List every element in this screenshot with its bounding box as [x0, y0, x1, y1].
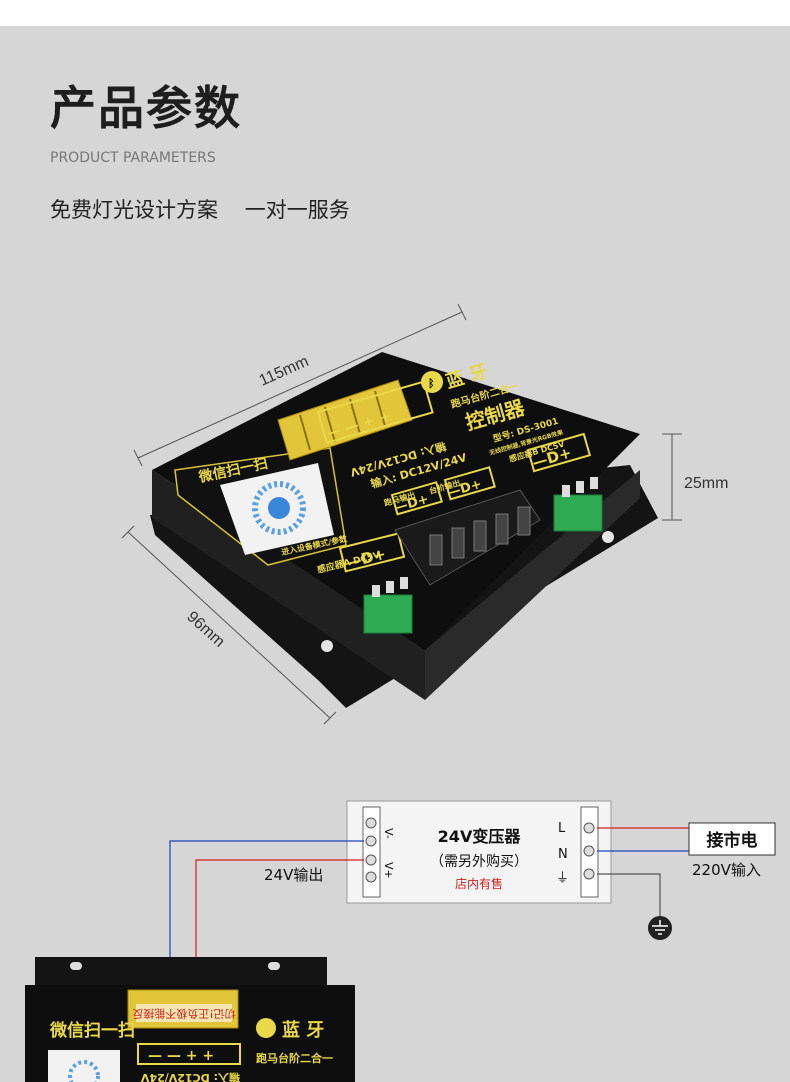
- wires: [169, 827, 690, 1000]
- bottom-qr-pattern: [68, 1060, 100, 1082]
- service-slogan: 免费灯光设计方案 一对一服务: [50, 198, 350, 222]
- green-connector-a: [363, 577, 413, 634]
- box-top-face: [152, 352, 640, 650]
- power-terminal-frame: [316, 380, 434, 444]
- warning-label: 切记!正负极不能接反: [132, 1007, 235, 1021]
- ground-icon: [648, 916, 672, 940]
- bottom-polarity-label: — — + +: [148, 1048, 214, 1064]
- wire-ground: [597, 873, 661, 918]
- pin-vminus: V-: [382, 828, 395, 839]
- terminal-screws: [365, 817, 595, 883]
- wire-vminus: [169, 840, 364, 1000]
- power-terminal-screws: [299, 390, 386, 451]
- mains-box: [688, 822, 776, 856]
- dimension-height: 25mm: [662, 433, 728, 521]
- transformer-title: 24V变压器: [438, 827, 522, 846]
- sensor-b-box: [526, 432, 592, 473]
- top-white-strip: [0, 0, 790, 26]
- pin-n: N: [558, 847, 568, 862]
- pin-l: L: [558, 821, 566, 836]
- bottom-mode-label: 跑马台阶二合一: [256, 1051, 333, 1065]
- bottom-bluetooth-label: 蓝 牙: [282, 1020, 324, 1041]
- controller-device: 微信扫一扫 进入设备模式/参数 感应器A DC5V —D+ — — + + 输入…: [150, 352, 658, 708]
- green-connector-b: [553, 477, 603, 532]
- transformer-body: [346, 800, 612, 904]
- output-box-1: [390, 481, 443, 516]
- qr-code-pattern: [252, 481, 306, 535]
- mains-label: 接市电: [707, 830, 758, 851]
- mount-hole: [321, 640, 333, 652]
- page-title: 产品参数: [50, 81, 242, 135]
- output-24v-label: 24V输出: [264, 866, 323, 884]
- bottom-qr-card: [48, 1050, 120, 1082]
- mount-hole: [602, 531, 614, 543]
- bluetooth-icon-glyph: ᛒ: [428, 377, 435, 390]
- bottom-input-mirrored: 输入: DC12V/24V: [140, 1071, 240, 1082]
- bottom-bluetooth-icon: [256, 1018, 276, 1038]
- pin-ground: ⏚: [556, 871, 569, 886]
- transformer-store-note: 店内有售: [455, 876, 503, 891]
- qr-code-center: [268, 497, 290, 519]
- wire-vplus: [195, 859, 364, 1000]
- height-label: 25mm: [684, 475, 728, 492]
- width-label: 96mm: [183, 608, 227, 650]
- bluetooth-icon: [421, 371, 443, 393]
- output-box-2: [443, 466, 496, 501]
- bottom-wechat-label: 微信扫一扫: [49, 1020, 135, 1041]
- warning-strip: [136, 1004, 232, 1022]
- transformer-note: （需另外购买）: [430, 854, 528, 870]
- output-screws: [429, 506, 531, 566]
- controller-device-bottom: 切记!正负极不能接反 微信扫一扫 蓝 牙 — — + + 跑马台阶二合一 输入:…: [25, 957, 355, 1082]
- mains-input-label: 220V输入: [692, 861, 761, 879]
- page-subtitle: PRODUCT PARAMETERS: [50, 150, 216, 166]
- transformer: V- V+ L N ⏚ 24V变压器 （需另外购买） 店内有售: [346, 800, 612, 904]
- bottom-polarity-box: [137, 1043, 241, 1065]
- pin-vplus: V+: [382, 862, 395, 879]
- sensor-a-box: [338, 532, 406, 573]
